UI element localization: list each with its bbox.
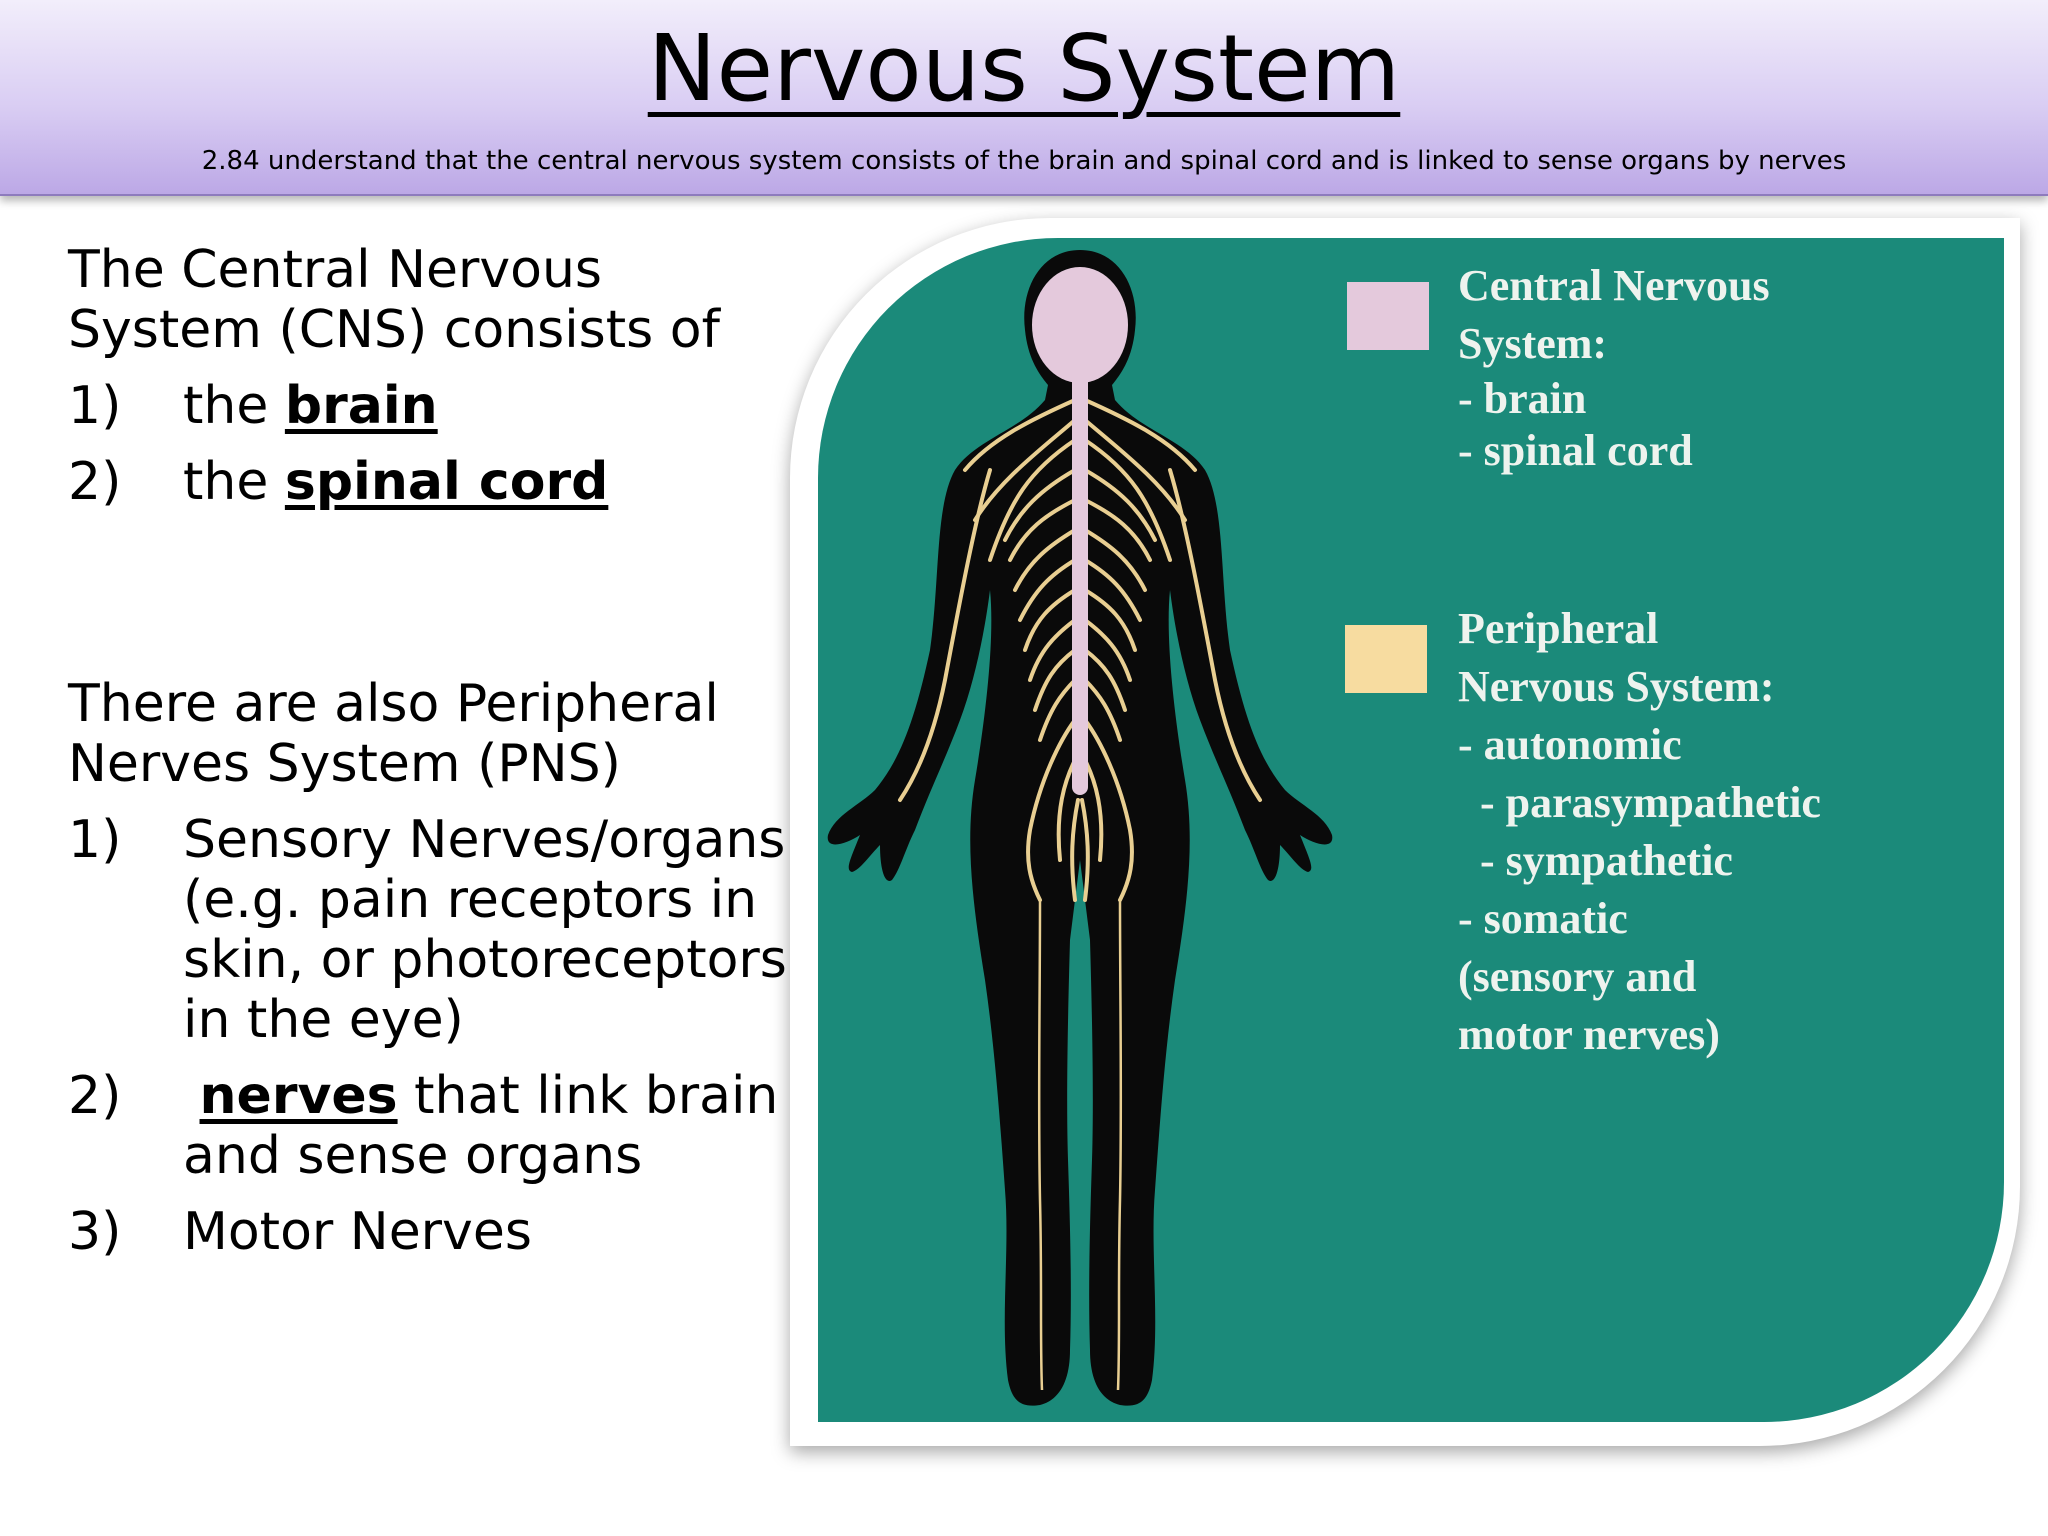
keyword-spinal-cord: spinal cord	[284, 452, 609, 512]
item-text: Motor Nerves	[183, 1202, 532, 1262]
list-number: 1)	[68, 810, 122, 870]
brain-shape	[1032, 267, 1128, 383]
legend-line: - autonomic	[1458, 720, 1682, 769]
legend-line: - spinal cord	[1458, 426, 1693, 475]
legend-line: motor nerves)	[1458, 1010, 1720, 1059]
legend-line: - sympathetic	[1458, 836, 1733, 885]
list-number: 3)	[68, 1202, 122, 1262]
cns-legend: Central Nervous System: - brain - spinal…	[1458, 257, 1770, 477]
body-silhouette	[827, 250, 1333, 1406]
legend-line: System:	[1458, 319, 1608, 368]
legend-line: Central Nervous	[1458, 261, 1770, 310]
pns-item-nerves: 2) nerves that link brain and sense orga…	[68, 1066, 788, 1186]
item-text: Sensory Nerves/organs (e.g. pain recepto…	[183, 810, 787, 1050]
learning-objective: 2.84 understand that the central nervous…	[201, 146, 1847, 176]
item-prefix	[183, 1066, 200, 1126]
cns-item-brain: 1) the brain	[68, 376, 788, 436]
pns-legend-swatch	[1345, 625, 1427, 693]
pns-intro: There are also Peripheral Nerves System …	[68, 674, 719, 794]
legend-line: (sensory and	[1458, 952, 1697, 1001]
pns-item-sensory: 1) Sensory Nerves/organs (e.g. pain rece…	[68, 810, 788, 1050]
legend-line: - parasympathetic	[1458, 778, 1821, 827]
cns-item-spinal-cord: 2) the spinal cord	[68, 452, 788, 512]
pns-item-motor: 3) Motor Nerves	[68, 1202, 788, 1262]
keyword-nerves: nerves	[199, 1066, 398, 1126]
item-prefix: the	[183, 376, 285, 436]
pns-legend: Peripheral Nervous System: - autonomic -…	[1458, 600, 1821, 1064]
keyword-brain: brain	[284, 376, 438, 436]
list-number: 1)	[68, 376, 122, 436]
spinal-cord-shape	[1072, 360, 1088, 795]
item-prefix: the	[183, 452, 285, 512]
text-column: The Central Nervous System (CNS) consist…	[68, 240, 788, 1262]
legend-line: - somatic	[1458, 894, 1628, 943]
peripheral-nerves	[898, 398, 1262, 902]
human-body-figure	[827, 250, 1333, 1406]
legend-line: - brain	[1458, 374, 1587, 423]
list-number: 2)	[68, 1066, 122, 1126]
list-number: 2)	[68, 452, 122, 512]
legend-line: Nervous System:	[1458, 662, 1775, 711]
item-suffix: that link brain and sense organs	[183, 1066, 779, 1186]
legend-line: Peripheral	[1458, 604, 1659, 653]
title-banner: Nervous System 2.84 understand that the …	[0, 0, 2048, 196]
cns-legend-swatch	[1347, 282, 1429, 350]
cns-intro: The Central Nervous System (CNS) consist…	[68, 240, 720, 360]
nervous-system-diagram	[818, 238, 2004, 1422]
page-title: Nervous System	[647, 15, 1401, 122]
leg-nerves	[1037, 899, 1123, 1391]
